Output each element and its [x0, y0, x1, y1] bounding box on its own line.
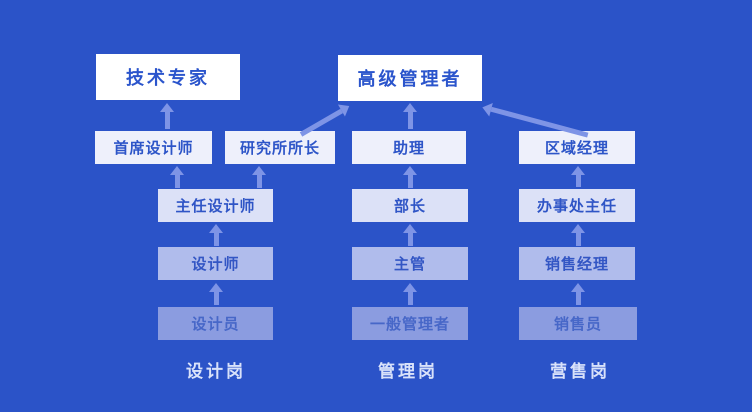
arrow-stem — [407, 175, 413, 188]
arrow-chief-designer-to-tech-expert-icon — [160, 103, 174, 129]
arrow-salesperson-to-sales-manager-icon — [571, 283, 585, 305]
arrow-general-manager-to-supervisor-icon — [403, 283, 417, 305]
arrow-head-icon — [403, 224, 417, 233]
arrow-director-designer-to-chief-designer-icon — [170, 166, 184, 188]
arrow-head-icon — [571, 283, 585, 292]
arrow-office-director-to-regional-manager-icon — [571, 166, 585, 187]
arrow-head-icon — [571, 224, 585, 233]
footer-sales-post: 营售岗 — [550, 362, 610, 382]
arrow-supervisor-to-department-head-icon — [403, 224, 417, 246]
node-office-director: 办事处主任 — [519, 189, 635, 222]
arrow-department-head-to-assistant-icon — [403, 166, 417, 188]
node-assistant: 助理 — [352, 131, 466, 164]
node-design-staff: 设计员 — [158, 307, 273, 340]
footer-design-post: 设计岗 — [186, 362, 246, 382]
node-institute-head: 研究所所长 — [225, 131, 335, 164]
arrow-stem — [164, 112, 170, 129]
node-sales-manager: 销售经理 — [519, 247, 635, 280]
arrow-head-icon — [571, 166, 585, 175]
node-tech-expert: 技术专家 — [96, 54, 240, 100]
arrow-stem — [213, 292, 219, 305]
arrow-head-icon — [403, 283, 417, 292]
arrow-stem — [407, 292, 413, 305]
arrow-head-icon — [403, 166, 417, 175]
node-director-designer: 主任设计师 — [158, 189, 273, 222]
arrow-head-icon — [252, 166, 266, 175]
arrow-director-designer-to-institute-head-icon — [252, 166, 266, 188]
arrow-stem — [213, 233, 219, 246]
arrow-sales-manager-to-office-director-icon — [571, 224, 585, 246]
node-senior-manager: 高级管理者 — [338, 55, 482, 101]
node-regional-manager: 区域经理 — [519, 131, 635, 164]
arrow-design-staff-to-designer-icon — [209, 283, 223, 305]
arrow-designer-to-director-designer-icon — [209, 224, 223, 246]
arrow-head-icon — [403, 103, 417, 112]
node-designer: 设计师 — [158, 247, 273, 280]
arrow-head-icon — [170, 166, 184, 175]
arrow-stem — [407, 112, 413, 129]
node-supervisor: 主管 — [352, 247, 468, 280]
arrow-stem — [174, 175, 180, 188]
node-salesperson: 销售员 — [519, 307, 637, 340]
node-general-manager: 一般管理者 — [352, 307, 468, 340]
node-chief-designer: 首席设计师 — [95, 131, 212, 164]
arrow-stem — [407, 233, 413, 246]
arrow-stem — [575, 175, 581, 187]
arrow-head-icon — [160, 103, 174, 112]
footer-management-post: 管理岗 — [378, 362, 438, 382]
arrow-stem — [256, 175, 262, 188]
arrow-head-icon — [209, 283, 223, 292]
node-department-head: 部长 — [352, 189, 468, 222]
arrow-assistant-to-senior-manager-icon — [403, 103, 417, 129]
arrow-stem — [575, 292, 581, 305]
arrow-head-icon — [209, 224, 223, 233]
arrow-stem — [575, 233, 581, 246]
